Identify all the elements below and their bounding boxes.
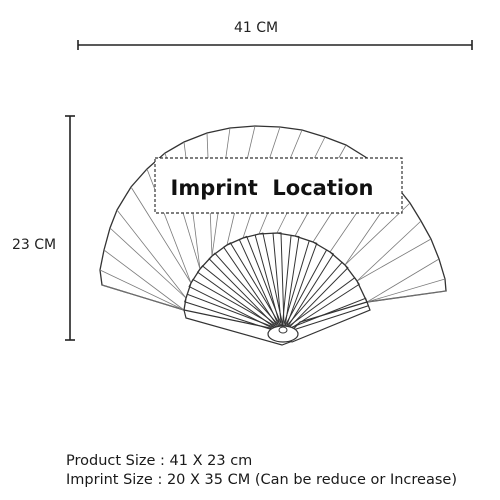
fan-rib-line xyxy=(366,278,446,303)
fan-rib-line xyxy=(109,227,187,299)
fan-rivet-base xyxy=(267,325,299,343)
fan-stick xyxy=(196,265,285,334)
imprint-location: Imprint Location xyxy=(154,157,403,214)
fan-rib-line xyxy=(366,258,440,303)
fan-rib-line xyxy=(101,284,185,311)
imprint-size-text: Imprint Size : 20 X 35 CM (Can be reduce… xyxy=(66,472,457,488)
fan-stick xyxy=(281,234,300,333)
fan-rib-line xyxy=(344,202,411,266)
imprint-box xyxy=(154,157,403,214)
fan-rib-line xyxy=(103,249,185,311)
fan-sticks xyxy=(183,232,371,346)
width-dimension: 41 CM xyxy=(77,20,473,50)
fan-stick xyxy=(238,235,285,333)
fan-stick xyxy=(222,242,285,333)
fan-rib-line xyxy=(356,220,422,282)
fan-stick xyxy=(188,278,284,334)
fan-leaf xyxy=(99,125,447,311)
fan-stick xyxy=(282,276,360,334)
fan-rib-line xyxy=(130,186,192,284)
fan-stick xyxy=(282,297,369,334)
fan-stick xyxy=(281,240,318,333)
fan-stick xyxy=(281,249,335,333)
fan-rivet-icon xyxy=(278,326,288,334)
fan-stick xyxy=(254,232,285,333)
fan-rib-line xyxy=(116,209,187,299)
product-size-text: Product Size : 41 X 23 cm xyxy=(66,453,253,469)
fan-rib-line xyxy=(356,238,432,282)
fan-rib-line xyxy=(99,269,185,311)
fan-rib-line xyxy=(366,290,447,303)
imprint-label: Imprint Location xyxy=(171,176,374,200)
fan-stick xyxy=(184,293,284,334)
height-dimension: 23 CM xyxy=(12,115,75,341)
height-label: 23 CM xyxy=(12,237,56,253)
specs-block: Product Size : 41 X 23 cm Imprint Size :… xyxy=(66,452,457,490)
width-label: 41 CM xyxy=(234,20,278,36)
fan-stick xyxy=(272,232,285,333)
fan-rib-line xyxy=(146,168,192,284)
fan-stick xyxy=(281,261,349,334)
fan-stick xyxy=(208,252,285,334)
